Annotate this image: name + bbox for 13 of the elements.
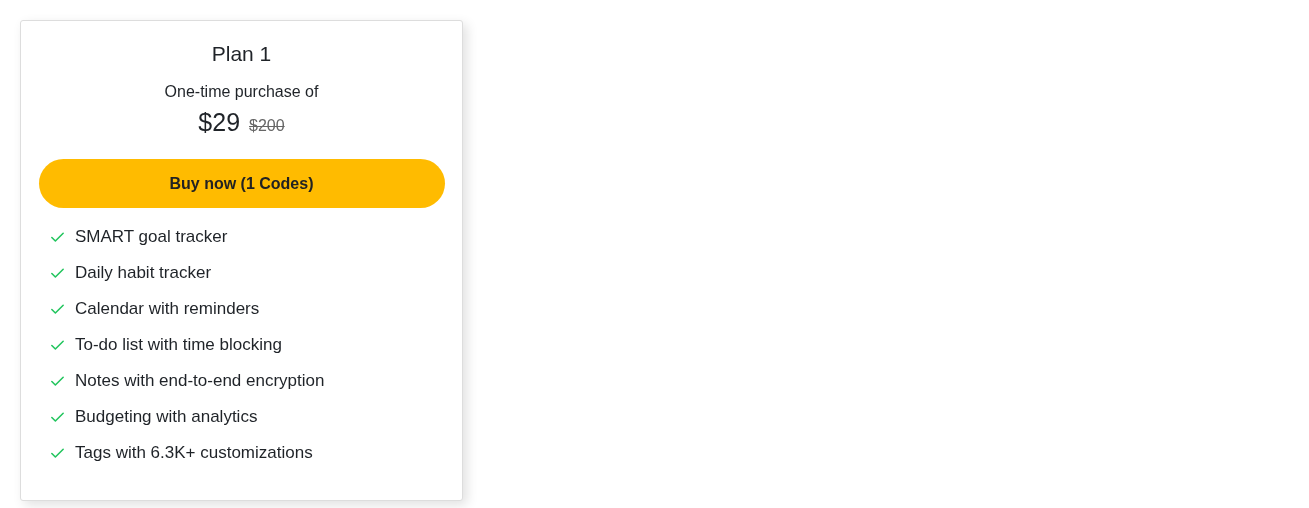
feature-text: Calendar with reminders bbox=[75, 298, 260, 320]
purchase-note: One-time purchase of bbox=[164, 82, 319, 102]
buy-button: Buy now (1 Codes) bbox=[38, 159, 445, 208]
feature-text: Daily habit tracker bbox=[75, 262, 212, 284]
feature-text: Tags with 6.3K+ customizations bbox=[75, 442, 313, 464]
feature-text: To-do list with time blocking bbox=[75, 334, 282, 356]
feature-text: Budgeting with analytics bbox=[75, 406, 258, 428]
feature-text: Notes with end-to-end encryption bbox=[75, 370, 325, 392]
pricing-card bbox=[20, 20, 463, 501]
feature-text: SMART goal tracker bbox=[75, 226, 228, 248]
plan-title: Plan 1 bbox=[211, 41, 272, 67]
old-price: $200 bbox=[249, 116, 285, 136]
price: $29 bbox=[198, 107, 241, 138]
